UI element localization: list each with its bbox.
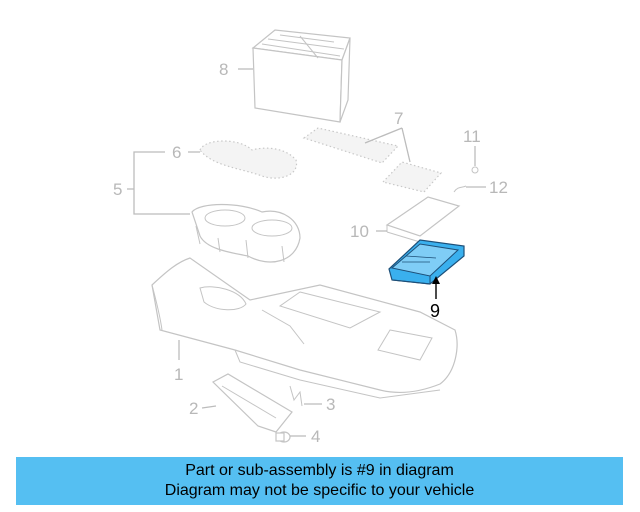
part-10-lid: [385, 196, 461, 243]
part-4-fastener: [275, 431, 291, 443]
callout-12: 12: [489, 178, 508, 197]
callout-4: 4: [311, 427, 320, 446]
callout-9: 9: [430, 301, 440, 321]
part-5-cup-holder: [191, 203, 301, 263]
part-8-storage-box: [251, 29, 351, 123]
callout-3: 3: [326, 395, 335, 414]
callout-7: 7: [394, 109, 403, 128]
banner-line-1: Part or sub-assembly is #9 in diagram: [185, 462, 454, 479]
part-1-center-console: [151, 257, 458, 399]
callout-11: 11: [463, 127, 481, 146]
part-3-clip: [289, 385, 303, 407]
callout-6: 6: [172, 143, 181, 162]
callout-10: 10: [350, 222, 369, 241]
info-banner: Part or sub-assembly is #9 in diagram Di…: [16, 457, 623, 505]
part-6-cup-holder-mat: [199, 140, 298, 179]
callout-2: 2: [189, 399, 198, 418]
callout-1: 1: [174, 365, 183, 384]
part-9-tray-highlighted: [388, 239, 465, 285]
part-7-mats: [302, 127, 443, 193]
banner-line-2: Diagram may not be specific to your vehi…: [164, 482, 475, 499]
part-2-side-panel: [211, 373, 293, 433]
callout-8: 8: [219, 60, 228, 79]
callout-5: 5: [113, 180, 122, 199]
